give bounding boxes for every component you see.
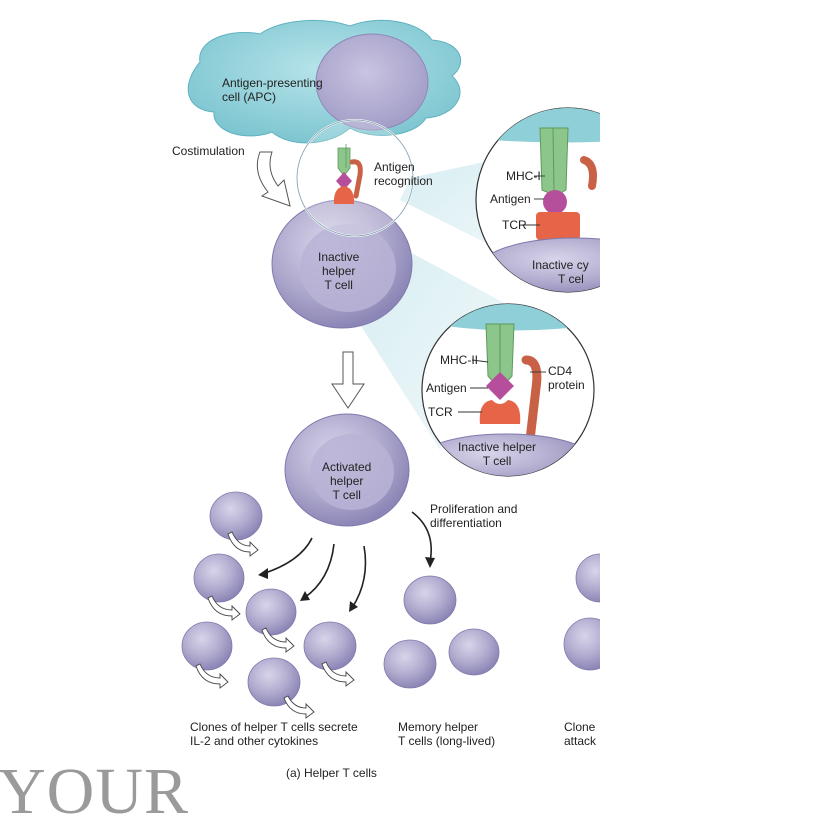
inset-bottom-tcr-label: TCR xyxy=(428,405,453,419)
proliferation-arrowheads xyxy=(258,557,435,612)
inset-bottom-mhc-label: MHC-II xyxy=(440,353,478,367)
inactive-helper-nucleus xyxy=(300,224,396,312)
inset-top-antigen-label: Antigen xyxy=(490,192,531,206)
panel-caption: (a) Helper T cells xyxy=(286,766,377,780)
inset-top-mhc-label: MHC-I xyxy=(506,169,541,183)
mini-receptor-complex xyxy=(333,144,363,204)
cut-cells xyxy=(563,553,600,671)
proliferation-arrows xyxy=(261,511,432,609)
memory-cells xyxy=(383,575,500,689)
leader-lines xyxy=(458,175,546,413)
inset-bottom-antigen-label: Antigen xyxy=(426,381,467,395)
activation-arrow xyxy=(331,351,365,409)
inset-top-tcr-label: TCR xyxy=(502,218,527,232)
costimulation-label: Costimulation xyxy=(172,144,245,158)
diagram-canvas xyxy=(181,19,600,719)
apc-nucleus xyxy=(315,33,429,131)
secretion-arrows xyxy=(195,531,355,719)
watermark-text: YOUR xyxy=(0,755,190,828)
costimulation-arrow xyxy=(256,151,291,207)
